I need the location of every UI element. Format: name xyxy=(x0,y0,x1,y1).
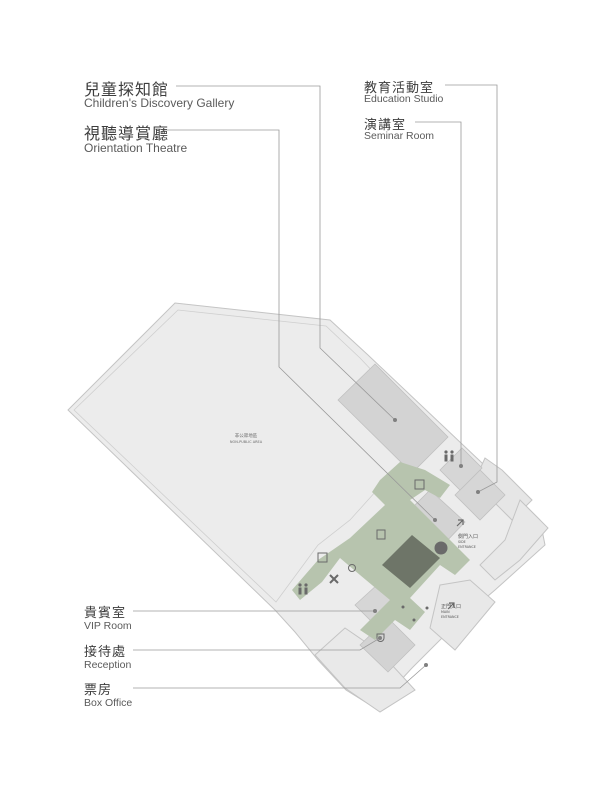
non-public-area-label-en: NON-PUBLIC AREA xyxy=(230,440,263,444)
leader-lines xyxy=(133,84,498,689)
cloakroom-icon xyxy=(317,552,328,563)
side-entrance-label-en2: ENTRANCE xyxy=(458,545,476,549)
main-entrance-label-en1: MAIN xyxy=(441,610,450,614)
exit-icon xyxy=(401,605,429,622)
cafe-icon xyxy=(376,633,385,642)
reception-zh: 接待處 xyxy=(84,645,127,660)
information-icon xyxy=(434,541,448,555)
orientation-theatre-zh: 視聽導賞廳 xyxy=(84,124,170,143)
annex-block-right xyxy=(479,499,549,581)
side-entrance-label-en1: SIDE xyxy=(458,540,466,544)
arrow-icon-main xyxy=(447,602,455,610)
toilet-icon xyxy=(444,450,454,462)
lift-icon xyxy=(414,479,425,490)
annex-block-lower xyxy=(429,579,496,651)
box-office-zh: 票房 xyxy=(84,683,113,698)
accessible-icon xyxy=(348,564,356,572)
room-seminar[interactable] xyxy=(439,447,483,491)
childrens-gallery-en: Children's Discovery Gallery xyxy=(84,96,235,110)
reception-en: Reception xyxy=(84,659,132,671)
education-studio-en: Education Studio xyxy=(364,93,444,105)
orientation-theatre-en: Orientation Theatre xyxy=(84,141,188,155)
locker-icon xyxy=(376,529,386,540)
seminar-room-zh: 演講室 xyxy=(364,118,407,133)
main-entrance-label-zh: 正門入口 xyxy=(441,604,461,610)
toilet-icon-2 xyxy=(298,583,308,595)
box-office-en: Box Office xyxy=(84,697,133,709)
arrow-icon-side xyxy=(456,519,464,527)
non-public-area-label-zh: 非公眾地區 xyxy=(235,432,258,439)
side-entrance-label-zh: 側門入口 xyxy=(458,533,478,540)
education-studio-zh: 教育活動室 xyxy=(364,81,435,96)
no-entry-icon xyxy=(329,574,339,584)
childrens-gallery-zh: 兒童探知館 xyxy=(84,80,170,99)
vip-room-en: VIP Room xyxy=(84,620,132,632)
public-corridor xyxy=(292,462,470,640)
vip-room-zh: 貴賓室 xyxy=(84,606,127,621)
main-entrance-label-en2: ENTRANCE xyxy=(441,615,459,619)
entrance-hall xyxy=(382,535,440,588)
leader-dots xyxy=(373,418,480,667)
seminar-room-en: Seminar Room xyxy=(364,130,435,142)
